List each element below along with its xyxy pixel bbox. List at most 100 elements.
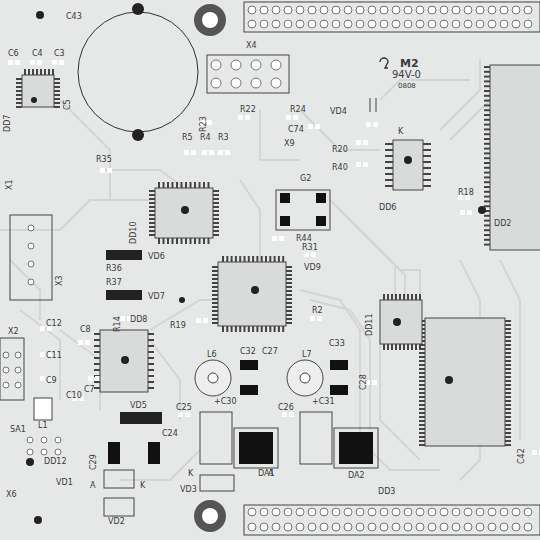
pad — [317, 316, 322, 321]
header-pin — [428, 20, 436, 28]
pad — [505, 396, 511, 398]
header-pin — [272, 523, 280, 531]
pad — [282, 256, 284, 262]
pad — [286, 298, 292, 300]
pad — [279, 236, 284, 241]
pad — [419, 356, 425, 358]
pad — [505, 432, 511, 434]
pad — [484, 229, 490, 231]
silkscreen-label: C74 — [288, 126, 304, 134]
pad — [148, 345, 154, 347]
pad — [94, 369, 100, 371]
pad — [484, 196, 490, 198]
header-pin — [428, 523, 436, 531]
pad — [94, 333, 100, 335]
header-pin — [452, 523, 460, 531]
pad — [181, 238, 183, 244]
pad — [199, 238, 201, 244]
pad — [286, 274, 292, 276]
pad — [52, 60, 57, 65]
silkscreen-label: R5 — [182, 134, 193, 142]
silkscreen-label: R44 — [296, 235, 312, 243]
header-pin — [308, 6, 316, 14]
silkscreen-label: DD11 — [366, 314, 374, 337]
pad — [218, 150, 223, 155]
pad — [244, 326, 246, 332]
silkscreen-label: C42 — [518, 448, 526, 464]
pad — [245, 115, 250, 120]
header-pin — [356, 523, 364, 531]
pad — [184, 150, 189, 155]
pad — [36, 69, 38, 75]
pad — [419, 294, 421, 300]
pad — [261, 256, 263, 262]
pad — [172, 182, 174, 188]
silkscreen-label: C5 — [64, 99, 72, 110]
pad — [484, 143, 490, 145]
header-pin — [500, 6, 508, 14]
pad — [212, 266, 218, 268]
silkscreen-label: C11 — [46, 352, 62, 360]
pad — [226, 256, 228, 262]
silkscreen-label: X9 — [284, 140, 295, 148]
pad — [213, 202, 219, 204]
silkscreen-label: R36 — [106, 265, 122, 273]
pad — [149, 206, 155, 208]
pad — [176, 238, 178, 244]
pad — [484, 95, 490, 97]
pad — [505, 352, 511, 354]
pad — [212, 298, 218, 300]
pad — [163, 238, 165, 244]
pad — [505, 368, 511, 370]
silkscreen-label: C3 — [54, 50, 65, 58]
header-pin — [344, 523, 352, 531]
pad — [484, 172, 490, 174]
pad — [274, 326, 276, 332]
pad — [505, 324, 511, 326]
pad — [391, 344, 393, 350]
pad — [231, 326, 233, 332]
pad — [194, 238, 196, 244]
pad — [235, 326, 237, 332]
pad — [248, 256, 250, 262]
header-pin — [512, 523, 520, 531]
silkscreen-label: R35 — [96, 156, 112, 164]
silkscreen-label: C10 — [66, 392, 82, 400]
pad — [373, 122, 378, 127]
header-pin — [440, 20, 448, 28]
silkscreen-label: VD6 — [148, 253, 165, 261]
pad — [505, 420, 511, 422]
pad — [484, 176, 490, 178]
pad — [226, 326, 228, 332]
pad — [286, 294, 292, 296]
pad — [149, 214, 155, 216]
pad — [366, 122, 371, 127]
pad — [372, 380, 377, 385]
header-pin — [271, 78, 281, 88]
silkscreen-label: VD2 — [108, 518, 125, 526]
header-pin — [524, 523, 532, 531]
pad — [16, 98, 22, 100]
pad — [16, 90, 22, 92]
header-pin — [284, 20, 292, 28]
pad — [484, 167, 490, 169]
pad — [88, 376, 93, 381]
pad — [213, 226, 219, 228]
header-pin — [476, 508, 484, 516]
pad — [419, 360, 425, 362]
pad — [423, 185, 431, 187]
header-pin — [41, 449, 47, 455]
silkscreen-label: R24 — [290, 106, 306, 114]
pad — [52, 69, 54, 75]
header-pin — [344, 6, 352, 14]
pad — [484, 181, 490, 183]
pad — [484, 215, 490, 217]
silkscreen-label: DD2 — [494, 220, 511, 228]
pad — [423, 179, 431, 181]
pad — [172, 238, 174, 244]
silkscreen-label: X3 — [56, 275, 64, 286]
pad — [148, 333, 154, 335]
pad — [94, 339, 100, 341]
pad — [286, 266, 292, 268]
